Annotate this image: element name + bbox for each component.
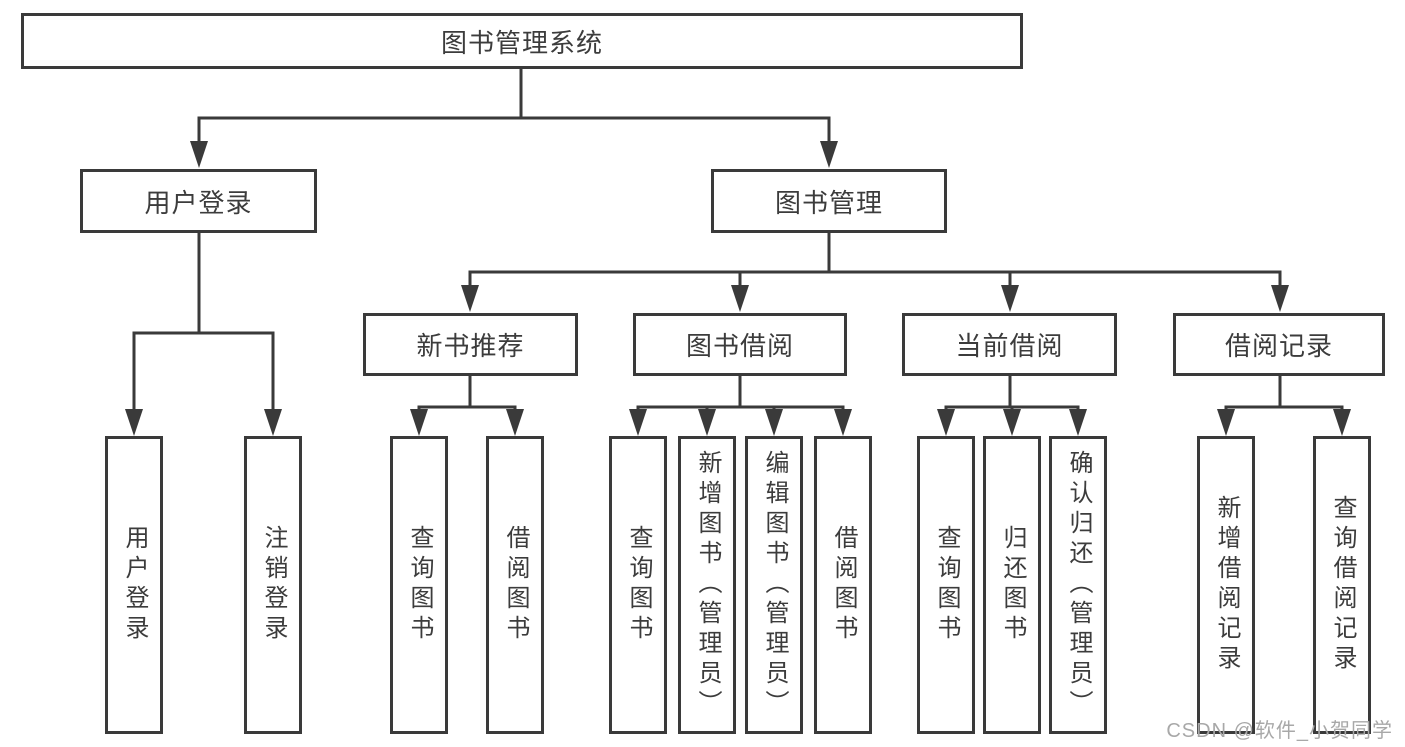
leaf-borrow-add-book-admin: 新增图书（管理员） bbox=[678, 436, 736, 734]
leaf-logout: 注销登录 bbox=[244, 436, 302, 734]
node-book-management-label: 图书管理 bbox=[774, 187, 883, 218]
csdn-watermark: CSDN @软件_小贺同学 bbox=[1166, 720, 1393, 742]
node-borrow-records: 借阅记录 bbox=[1173, 313, 1385, 376]
leaf-current-confirm-return-admin: 确认归还（管理员） bbox=[1049, 436, 1107, 734]
node-new-book-recommend-label: 新书推荐 bbox=[416, 331, 525, 361]
node-current-borrow: 当前借阅 bbox=[902, 313, 1117, 376]
leaf-current-query-book-label: 查询图书 bbox=[933, 525, 960, 645]
leaf-borrow-add-book-admin-label: 新增图书（管理员） bbox=[694, 450, 721, 720]
leaf-current-return-book-label: 归还图书 bbox=[999, 525, 1026, 645]
leaf-records-query-record-label: 查询借阅记录 bbox=[1329, 495, 1356, 675]
leaf-borrow-query-book: 查询图书 bbox=[609, 436, 667, 734]
node-book-borrow-label: 图书借阅 bbox=[685, 331, 794, 361]
leaf-user-login: 用户登录 bbox=[105, 436, 163, 734]
node-user-login-label: 用户登录 bbox=[144, 187, 253, 218]
leaf-recommend-borrow-book: 借阅图书 bbox=[486, 436, 544, 734]
leaf-borrow-borrow-book-label: 借阅图书 bbox=[830, 525, 857, 645]
node-user-login: 用户登录 bbox=[80, 169, 317, 233]
leaf-records-query-record: 查询借阅记录 bbox=[1313, 436, 1371, 734]
leaf-user-login-label: 用户登录 bbox=[121, 525, 148, 645]
node-root-system: 图书管理系统 bbox=[21, 13, 1023, 69]
leaf-recommend-query-book: 查询图书 bbox=[390, 436, 448, 734]
leaf-current-query-book: 查询图书 bbox=[917, 436, 975, 734]
node-root-label: 图书管理系统 bbox=[440, 27, 603, 58]
leaf-borrow-edit-book-admin-label: 编辑图书（管理员） bbox=[761, 450, 788, 720]
leaf-records-add-record: 新增借阅记录 bbox=[1197, 436, 1255, 734]
leaf-current-confirm-return-admin-label: 确认归还（管理员） bbox=[1065, 450, 1092, 720]
leaf-borrow-borrow-book: 借阅图书 bbox=[814, 436, 872, 734]
leaf-recommend-query-book-label: 查询图书 bbox=[406, 525, 433, 645]
leaf-recommend-borrow-book-label: 借阅图书 bbox=[502, 525, 529, 645]
leaf-records-add-record-label: 新增借阅记录 bbox=[1213, 495, 1240, 675]
node-new-book-recommend: 新书推荐 bbox=[363, 313, 578, 376]
leaf-borrow-edit-book-admin: 编辑图书（管理员） bbox=[745, 436, 803, 734]
leaf-current-return-book: 归还图书 bbox=[983, 436, 1041, 734]
leaf-logout-label: 注销登录 bbox=[260, 525, 287, 645]
leaf-borrow-query-book-label: 查询图书 bbox=[625, 525, 652, 645]
node-book-borrow: 图书借阅 bbox=[633, 313, 847, 376]
node-book-management: 图书管理 bbox=[711, 169, 947, 233]
node-borrow-records-label: 借阅记录 bbox=[1224, 331, 1333, 361]
node-current-borrow-label: 当前借阅 bbox=[955, 331, 1064, 361]
